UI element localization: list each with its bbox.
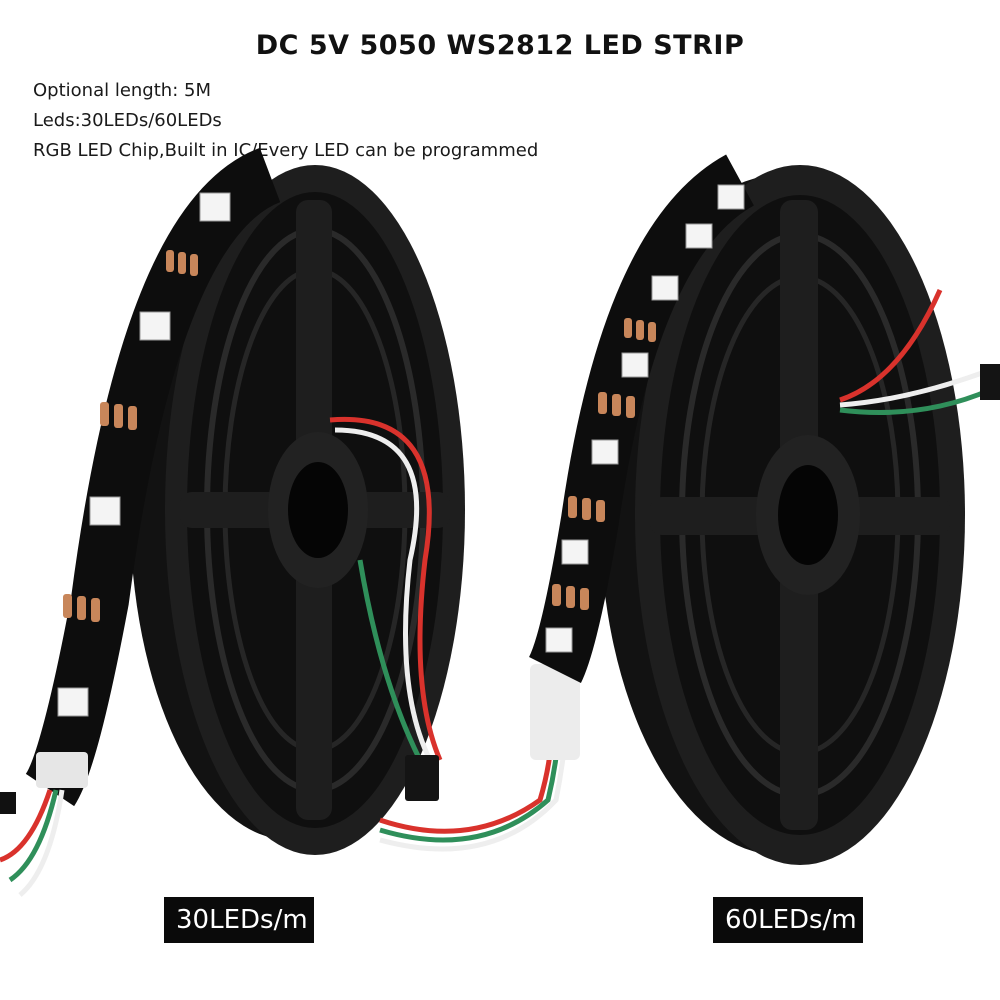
label-60-leds: 60LEDs/m (713, 897, 863, 943)
left-reel (0, 147, 465, 897)
spec-chip: RGB LED Chip,Built in IC/Every LED can b… (33, 140, 539, 161)
right-reel (528, 154, 1000, 865)
spec-length: Optional length: 5M (33, 80, 211, 101)
label-30-leds: 30LEDs/m (164, 897, 314, 943)
connector-cable (329, 416, 580, 852)
page-title: DC 5V 5050 WS2812 LED STRIP (255, 30, 745, 61)
spec-list: Optional length: 5M Leds:30LEDs/60LEDs R… (33, 76, 538, 166)
spec-leds: Leds:30LEDs/60LEDs (33, 110, 222, 131)
